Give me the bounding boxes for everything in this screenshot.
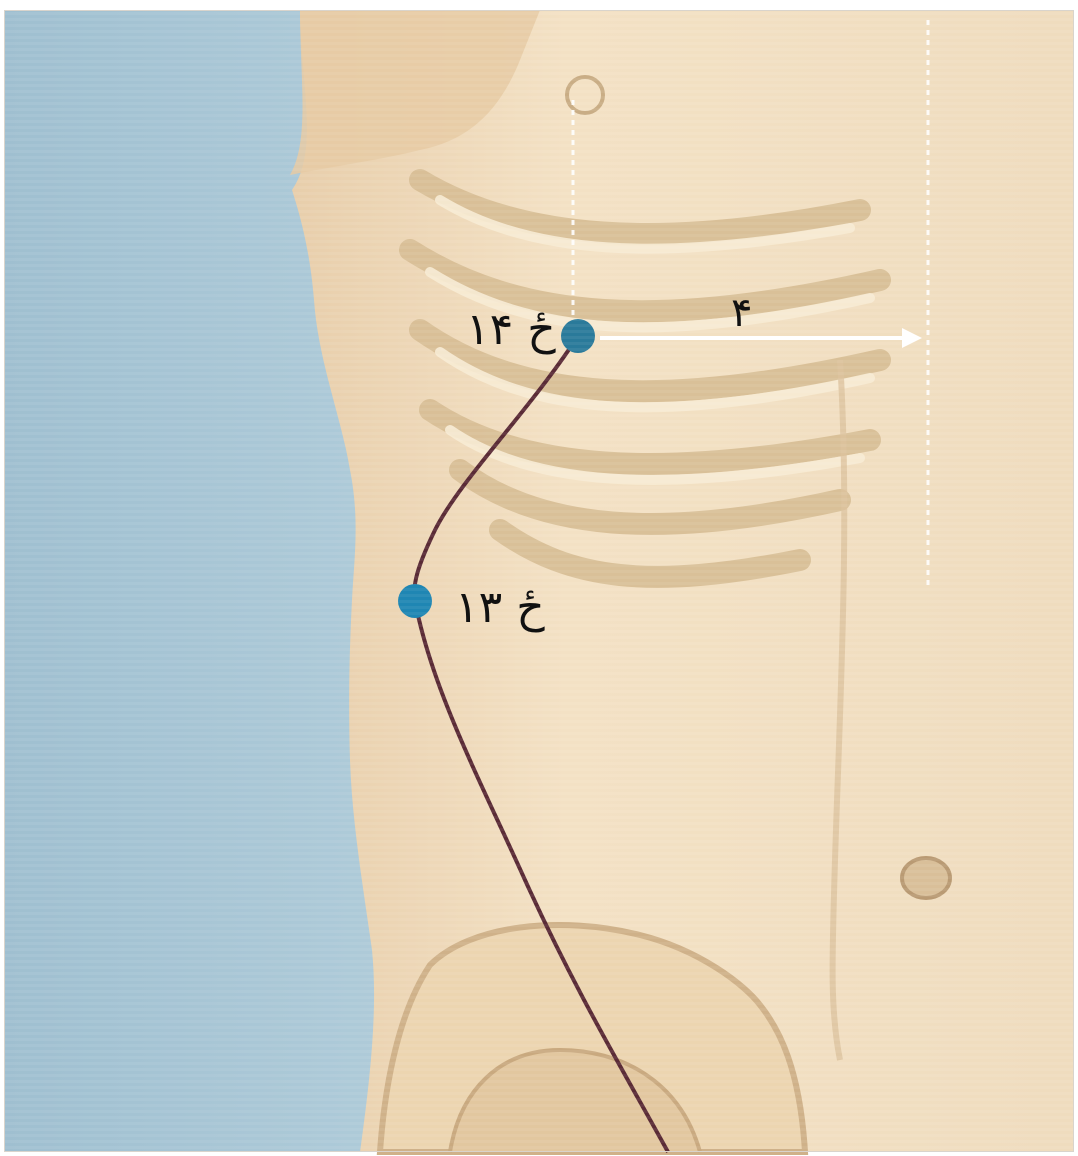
point-label-lower: ځ ۱۳ xyxy=(455,586,545,630)
scanline-overlay xyxy=(4,10,1074,1152)
point-label-upper: ځ ۱۴ xyxy=(466,308,556,352)
measurement-label: ۴ xyxy=(731,293,752,333)
